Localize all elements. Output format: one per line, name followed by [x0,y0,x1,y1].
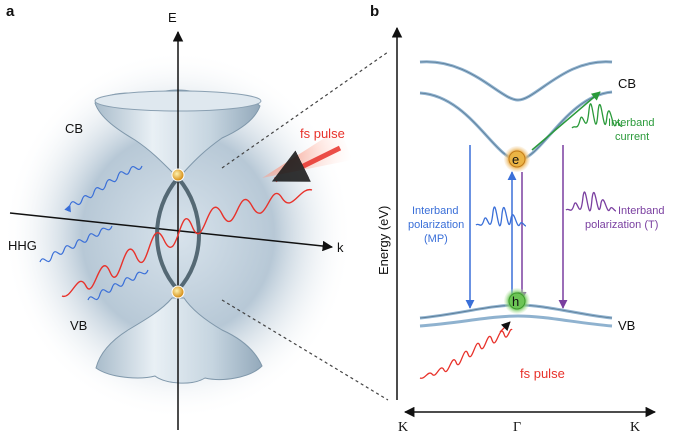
hole [508,292,526,310]
momentum-axis-label: k [337,240,344,255]
conduction-band-upper [419,60,613,102]
driving-pulse-wave [61,189,313,297]
hole-dot-a [171,285,185,299]
fs-pulse-wave-b [419,328,513,379]
pol-mp-label-1: Interband [412,205,458,217]
panel-a-letter: a [6,3,15,20]
pol-mp-label-2: polarization [408,219,464,231]
hhg-wave-lower [39,225,113,263]
panel-b-letter: b [370,3,379,20]
vb-label-a: VB [70,318,87,333]
vb-label-b: VB [618,318,635,333]
pol-mp-label-3: (MP) [424,233,448,245]
valence-band-cone [95,297,263,384]
panel-a: a E k CB VB HHG fs pulse [3,3,389,430]
interband-current-arrow [531,91,601,151]
purple-wave-packet [565,191,617,212]
pol-t-label-2: polarization (T) [585,219,658,231]
interband-current-label-2: current [615,131,649,143]
electron-label: e [512,152,519,167]
green-wave-packet [571,103,623,129]
zoom-line-bottom [221,299,389,401]
zoom-line-top [221,51,389,169]
electron-dot-a [171,168,185,182]
fs-pulse-label-a: fs pulse [300,126,345,141]
pol-t-label-1: Interband [618,205,664,217]
fs-pulse-label-b: fs pulse [520,366,565,381]
valence-band-lower [419,314,613,328]
panel-b: b Energy (eV) K Γ K e [370,3,664,434]
hhg-wave-upper [64,165,143,213]
x-tick-right: K [630,420,640,434]
energy-y-axis-label: Energy (eV) [376,206,391,275]
electron [508,150,526,168]
x-tick-left: K [398,420,408,434]
cb-label-b: CB [618,76,636,91]
hhg-wave-bottom [87,269,149,301]
interband-current-label-1: Interband [608,117,654,129]
blue-wave-packet [475,206,527,227]
cb-label-a: CB [65,121,83,136]
hhg-label: HHG [8,238,37,253]
hole-label: h [512,294,519,309]
x-tick-center: Γ [513,420,521,434]
energy-axis-label: E [168,10,177,25]
momentum-axis [9,212,334,252]
